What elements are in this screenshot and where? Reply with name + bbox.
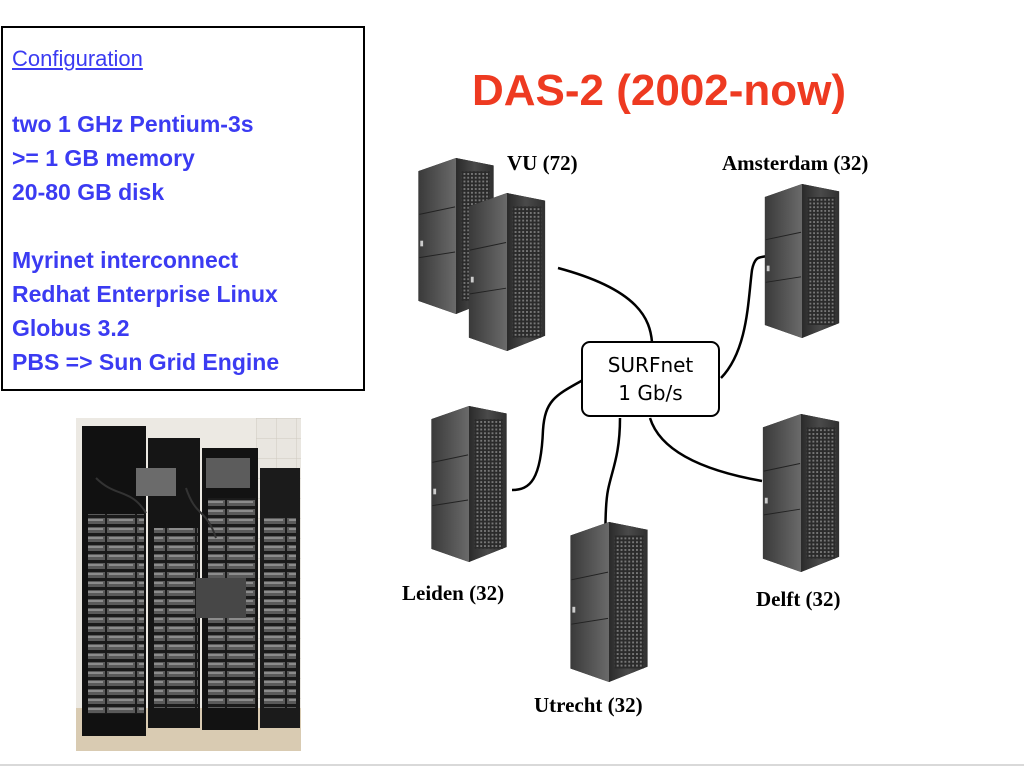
config-os: Redhat Enterprise Linux xyxy=(12,281,278,307)
config-globus: Globus 3.2 xyxy=(12,315,130,341)
site-label-leiden: Leiden (32) xyxy=(402,581,505,605)
link-amsterdam xyxy=(720,254,768,379)
utrecht-rack xyxy=(569,522,649,682)
configuration-box: Configuration two 1 GHz Pentium-3s >= 1 … xyxy=(1,26,365,391)
config-scheduler: PBS => Sun Grid Engine xyxy=(12,349,280,375)
amsterdam-rack xyxy=(764,184,840,338)
link-vu xyxy=(557,266,654,343)
surfnet-bandwidth: 1 Gb/s xyxy=(618,381,683,405)
site-label-delft: Delft (32) xyxy=(756,587,841,611)
surfnet-hub: SURFnet 1 Gb/s xyxy=(581,341,720,417)
cluster-photo xyxy=(76,418,301,751)
link-utrecht xyxy=(603,417,622,536)
vu-rack-2 xyxy=(468,193,546,351)
config-disk: 20-80 GB disk xyxy=(12,179,165,205)
link-leiden xyxy=(511,378,584,492)
site-label-vu: VU (72) xyxy=(507,151,578,175)
config-interconnect: Myrinet interconnect xyxy=(12,247,239,273)
site-label-amsterdam: Amsterdam (32) xyxy=(722,151,869,175)
config-memory: >= 1 GB memory xyxy=(12,145,195,171)
leiden-rack xyxy=(430,406,508,562)
delft-rack xyxy=(762,414,840,572)
site-label-utrecht: Utrecht (32) xyxy=(534,693,643,717)
bottom-divider xyxy=(0,764,1024,766)
config-cpu: two 1 GHz Pentium-3s xyxy=(12,111,254,137)
surfnet-name: SURFnet xyxy=(607,353,694,377)
configuration-heading-link[interactable]: Configuration xyxy=(12,46,143,71)
link-delft xyxy=(648,417,763,483)
slide-title: DAS-2 (2002-now) xyxy=(472,66,847,115)
